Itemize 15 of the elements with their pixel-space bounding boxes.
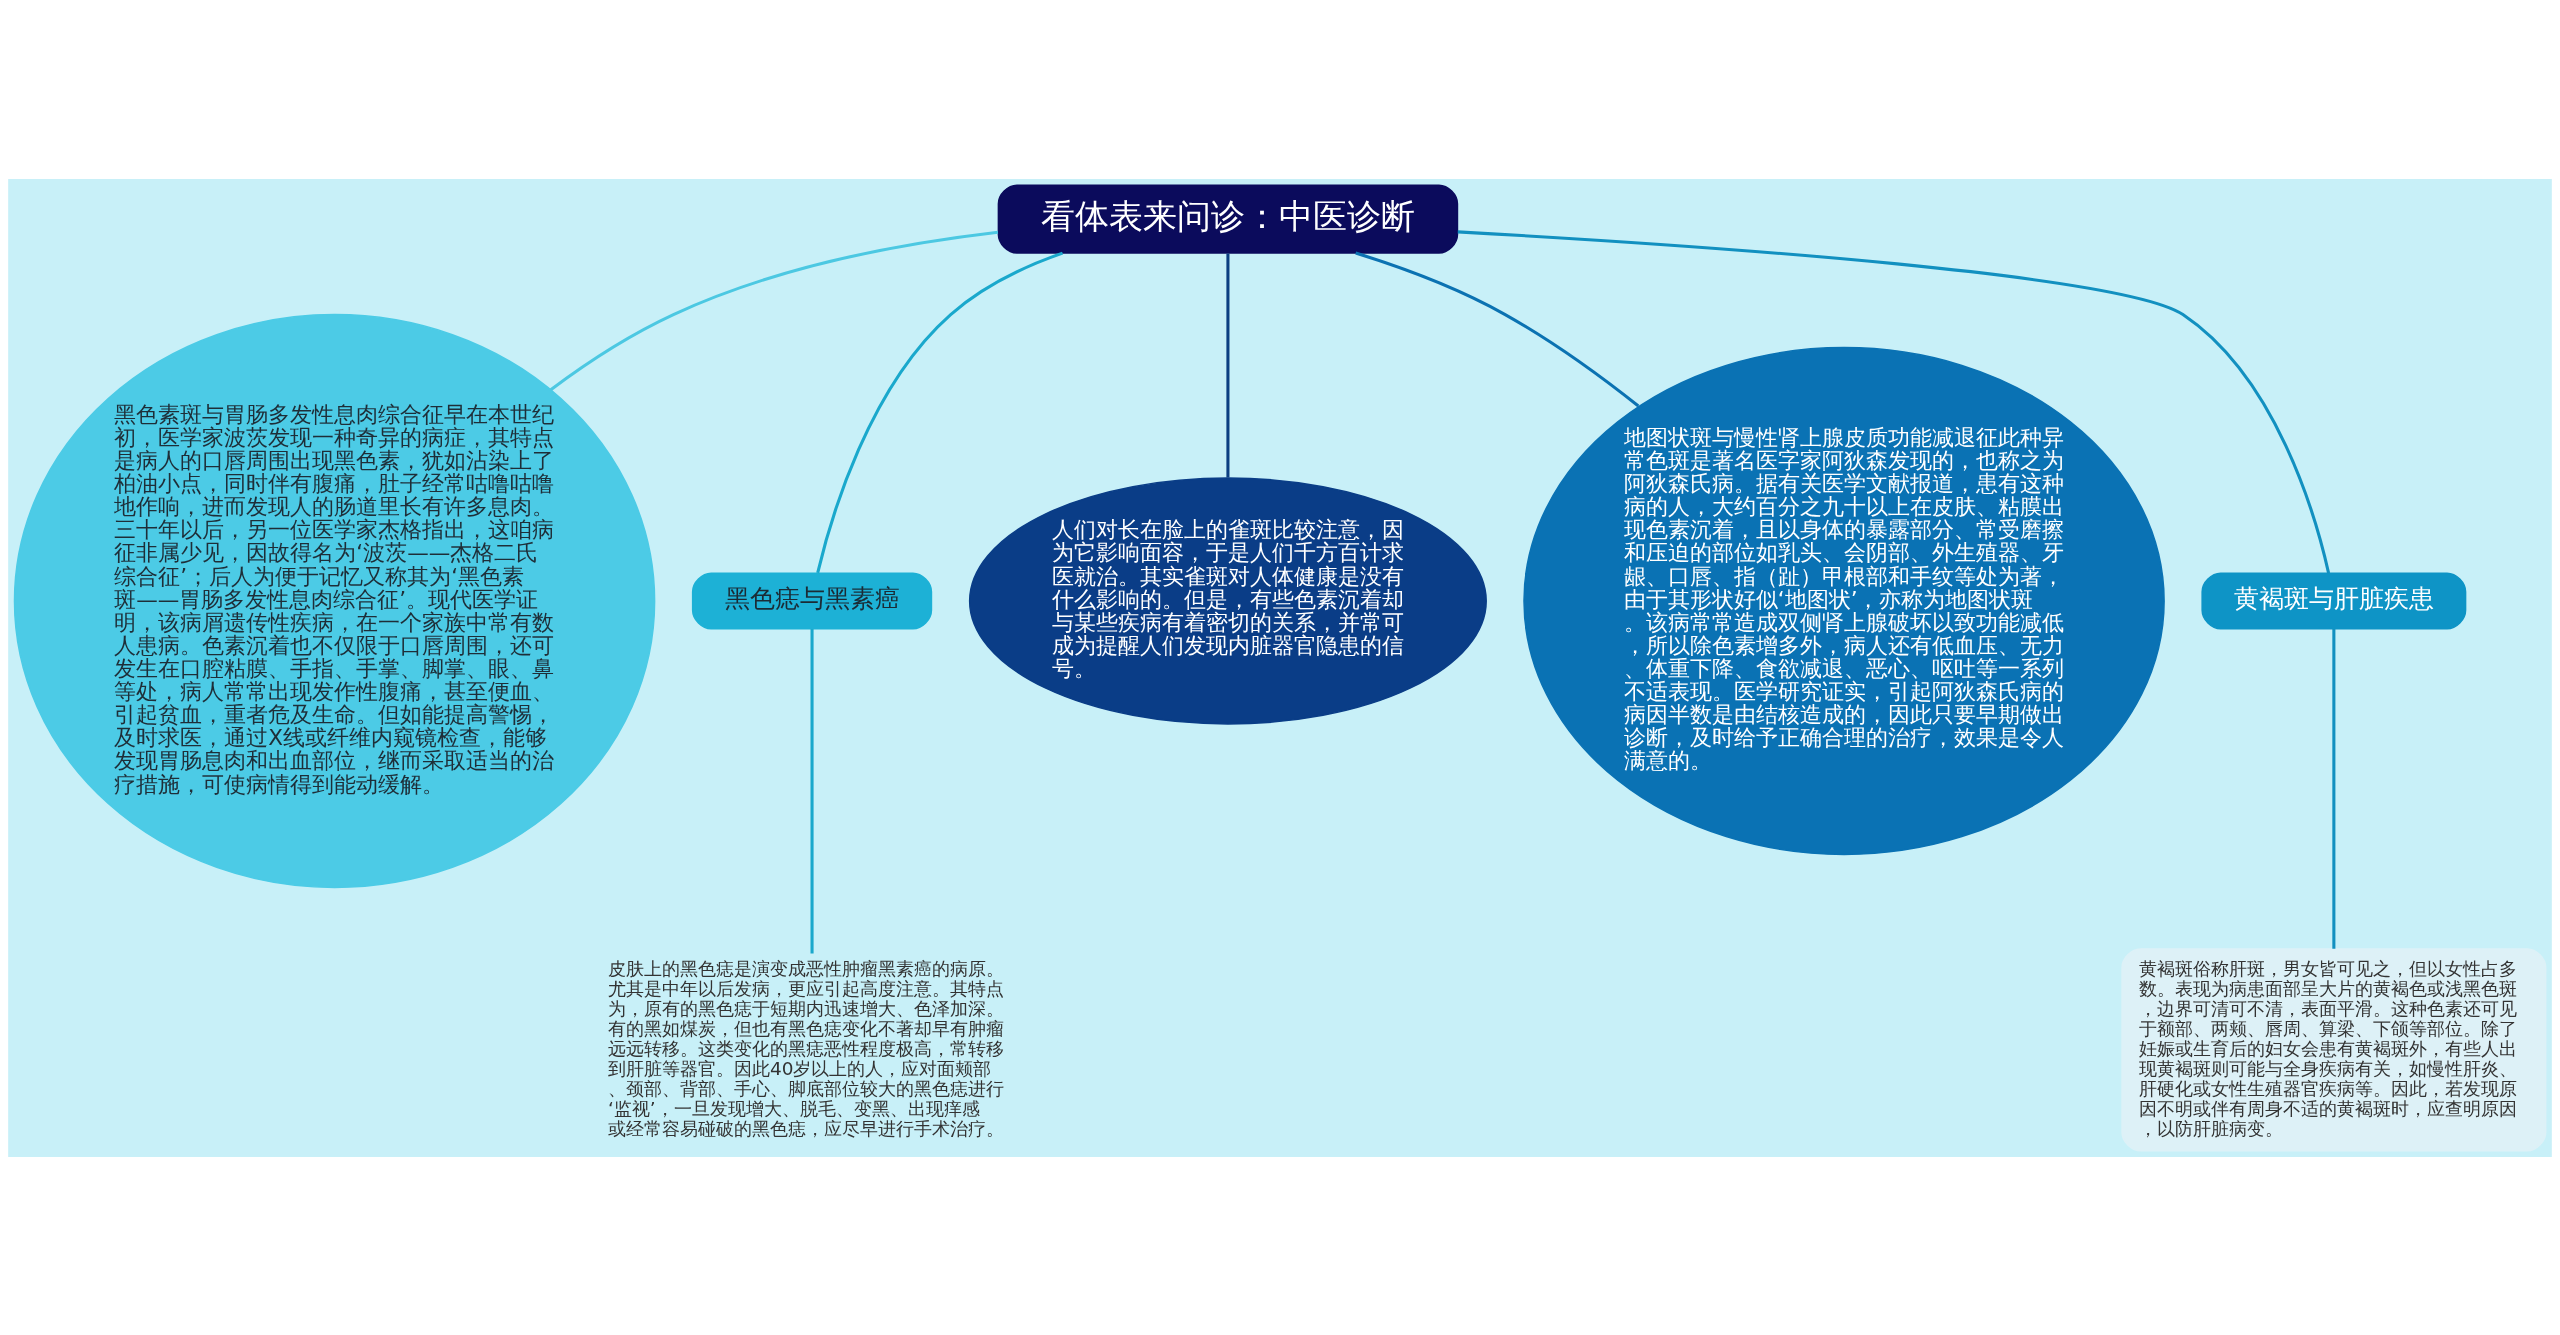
node-box: 看体表来问诊：中医诊断: [997, 183, 1459, 254]
connector: [549, 230, 999, 391]
connector: [1457, 229, 2331, 573]
node-box: 黄褐斑俗称肝斑，男女皆可见之，但以女性占多数。表现为病患面部呈大片的黄褐色或浅黑色斑，边界可清可不清，表面平滑。这种色素还可见于额部、两颊、唇周、算梁、下颌等部位。除了妊娠或生育后的妇女会患有黄褐斑外，有些人出现黄褐斑则可能与全身疾病有关，如慢性肝炎、肝硬化或女性生殖器官疾病等。因此，若发现原因不明或伴有周身不适的黄褐斑时，应查明原因，以防肝脏病变。: [2121, 947, 2547, 1152]
node-ellipse: 人们对长在脸上的雀斑比较注意，因为它影响面容，于是人们千方百计求医就治。其实雀斑对人体健康是没有什么影响的。但是，有些色素沉着却与某些疾病有着密切的关系，并常可成为提醒人们发现内脏器官隐患的信号。: [968, 476, 1487, 725]
node-box: 黄褐斑与肝脏疾患: [2201, 572, 2467, 629]
connector: [2332, 628, 2336, 949]
node-ellipse: 黑色素斑与胃肠多发性息肉综合征早在本世纪初，医学家波茨发现一种奇异的病症，其特点是病人的口唇周围出现黑色素，犹如沾染上了柏油小点，同时伴有腹痛，肚子经常咕噜咕噜地作响，进而发现人的肠道里长有许多息肉。三十年以后，另一位医学家杰格指出，这咱病征非属少见，因故得名为‘波茨——杰格二氏综合征’；后人为便于记忆又称其为‘黑色素斑——胃肠多发性息肉综合征’。现代医学证明，该病屑遗传性疾病，在一个家族中常有数人患病。色素沉着也不仅限于口唇周围，还可发生在口腔粘膜、手指、手掌、脚掌、眼、鼻等处，病人常常出现发作性腹痛，甚至便血、引起贫血，重者危及生命。但如能提高警惕，及时求医，通过X线或纤维内窥镜检查，能够发现胃肠息肉和出血部位，继而采取适当的治疗措施，可使病情得到能动缓解。: [13, 313, 656, 888]
node-text: 皮肤上的黑色痣是演变成恶性肿瘤黑素癌的病原。尤其是中年以后发病，更应引起高度注意。其特点为，原有的黑色痣于短期内迅速增大、色泽加深。有的黑如煤炭，但也有黑色痣变化不著却早有肿瘤远远转移。这类变化的黑痣恶性程度极高，常转移到肝脏等器官。因此40岁以上的人，应对面颊部、颈部、背部、手心、脚底部位较大的黑色痣进行‘监视’，一旦发现增大、脱毛、变黑、出现痒感或经常容易碰破的黑色痣，应尽早进行手术治疗。: [607, 957, 1004, 1139]
connector: [1226, 253, 1230, 478]
node-box: 黑色痣与黑素癌: [691, 572, 933, 629]
node-ellipse: 地图状斑与慢性肾上腺皮质功能减退征此种异常色斑是著名医字家阿狄森发现的，也称之为阿狄森氏病。据有关医学文献报道，患有这种病的人，大约百分之九十以上在皮肤、粘膜出现色素沉着，且以身体的暴露部分、常受磨擦和压迫的部位如乳头、会阴部、外生殖器、牙龈、口唇、指（趾）甲根部和手纹等处为著，由于其形状好似‘地图状’，亦称为地图状斑。该病常常造成双侧肾上腺破坏以致功能减低，所以除色素增多外，病人还有低血压、无力、体重下降、食欲减退、恶心、呕吐等一系列不适表现。医学研究证实，引起阿狄森氏病的病因半数是由结核造成的，因此只要早期做出诊断，及时给予正确合理的治疗，效果是令人满意的。: [1523, 346, 2165, 855]
connector: [1355, 251, 1640, 407]
connector: [810, 628, 814, 953]
connector: [816, 251, 1064, 573]
